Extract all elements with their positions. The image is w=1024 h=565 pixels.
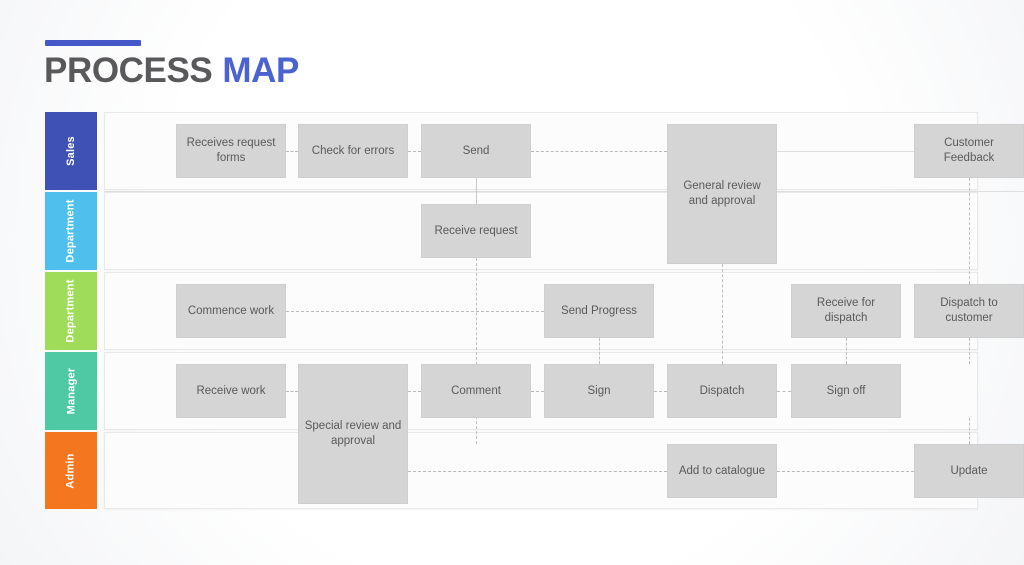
connector-receive-to-special <box>286 391 298 392</box>
process-box-label-comment: Comment <box>451 384 501 397</box>
process-box-label-general-review-approval: General review and approval <box>683 180 761 207</box>
process-box-label-add-to-catalogue: Add to catalogue <box>678 464 766 477</box>
process-box-send-progress[interactable]: Send Progress <box>544 284 654 338</box>
process-box-label-receive-for-dispatch: Receive for dispatch <box>816 297 876 324</box>
process-box-receives-request-forms[interactable]: Receives request forms <box>176 124 286 178</box>
connector-commence-to-send-progress <box>286 311 544 312</box>
swimlane-label-tab-2[interactable]: Department <box>45 272 97 350</box>
connector-dispatch-to-signoff <box>777 391 791 392</box>
process-box-update[interactable]: Update <box>914 444 1024 498</box>
swimlane-label-1: Department <box>65 199 77 263</box>
connector-general-review-down <box>722 264 723 364</box>
page-title-accent: MAP <box>222 51 299 90</box>
process-box-label-receives-request-forms: Receives request forms <box>186 137 276 164</box>
connector-general-review-row2-left <box>104 191 667 192</box>
process-box-special-review-approval[interactable]: Special review and approval <box>298 364 408 504</box>
process-box-label-special-review-approval: Special review and approval <box>304 420 402 447</box>
process-box-general-review-approval[interactable]: General review and approval <box>667 124 777 264</box>
swimlane-label-4: Admin <box>64 452 77 489</box>
title-accent-bar <box>45 40 141 46</box>
swimlane-label-0: Sales <box>65 136 77 166</box>
process-box-dispatch[interactable]: Dispatch <box>667 364 777 418</box>
process-box-sign-off[interactable]: Sign off <box>791 364 901 418</box>
connector-special-to-comment <box>408 391 421 392</box>
swimlane-label-tab-0[interactable]: Sales <box>45 112 97 190</box>
process-box-sign[interactable]: Sign <box>544 364 654 418</box>
swimlane-label-2: Department <box>65 279 77 343</box>
connector-send-progress-down <box>599 338 600 364</box>
connector-general-review-row2-right <box>777 191 1024 192</box>
process-box-label-commence-work: Commence work <box>187 304 275 317</box>
connector-dispatch-customer-down <box>969 338 970 364</box>
process-box-add-to-catalogue[interactable]: Add to catalogue <box>667 444 777 498</box>
connector-customer-feedback-down <box>969 178 970 284</box>
process-box-label-sign: Sign <box>587 384 611 397</box>
connector-sign-to-dispatch <box>654 391 667 392</box>
connector-comment-to-sign <box>531 391 544 392</box>
process-box-label-send: Send <box>462 144 490 157</box>
connector-special-to-add-catalogue <box>408 471 667 472</box>
connector-update-up <box>969 418 970 444</box>
process-box-receive-request[interactable]: Receive request <box>421 204 531 258</box>
process-box-label-check-for-errors: Check for errors <box>311 144 395 157</box>
swimlane-body-1 <box>104 192 978 270</box>
process-box-label-send-progress: Send Progress <box>560 304 638 317</box>
process-box-label-customer-feedback: Customer Feedback <box>943 137 995 164</box>
connector-receive-request-down <box>476 258 477 444</box>
page-title-primary: PROCESS <box>44 51 213 90</box>
process-box-label-dispatch: Dispatch <box>699 384 745 397</box>
swimlane-1: Department <box>45 192 978 270</box>
swimlane-label-3: Manager <box>64 367 77 415</box>
swimlane-label-tab-3[interactable]: Manager <box>45 352 97 430</box>
process-box-comment[interactable]: Comment <box>421 364 531 418</box>
connector-send-down-to-receive-request <box>476 178 477 204</box>
connector-check-to-send <box>408 151 421 152</box>
swimlane-label-tab-4[interactable]: Admin <box>45 432 97 509</box>
process-box-label-receive-request: Receive request <box>434 224 518 237</box>
swimlane-label-tab-1[interactable]: Department <box>45 192 97 270</box>
process-box-receive-work[interactable]: Receive work <box>176 364 286 418</box>
process-box-send[interactable]: Send <box>421 124 531 178</box>
process-box-label-update: Update <box>950 464 988 477</box>
process-box-check-for-errors[interactable]: Check for errors <box>298 124 408 178</box>
process-box-receive-for-dispatch[interactable]: Receive for dispatch <box>791 284 901 338</box>
connector-send-to-general-review <box>531 151 667 152</box>
process-box-dispatch-to-customer[interactable]: Dispatch to customer <box>914 284 1024 338</box>
process-box-label-receive-work: Receive work <box>196 384 266 397</box>
process-box-label-dispatch-to-customer: Dispatch to customer <box>940 297 998 324</box>
connector-add-catalogue-to-update <box>777 471 914 472</box>
connector-general-review-to-customer <box>777 151 914 152</box>
connector-receive-for-dispatch-down <box>846 338 847 364</box>
process-box-label-sign-off: Sign off <box>826 384 866 397</box>
process-box-commence-work[interactable]: Commence work <box>176 284 286 338</box>
connector-receives-to-check <box>286 151 298 152</box>
process-box-customer-feedback[interactable]: Customer Feedback <box>914 124 1024 178</box>
